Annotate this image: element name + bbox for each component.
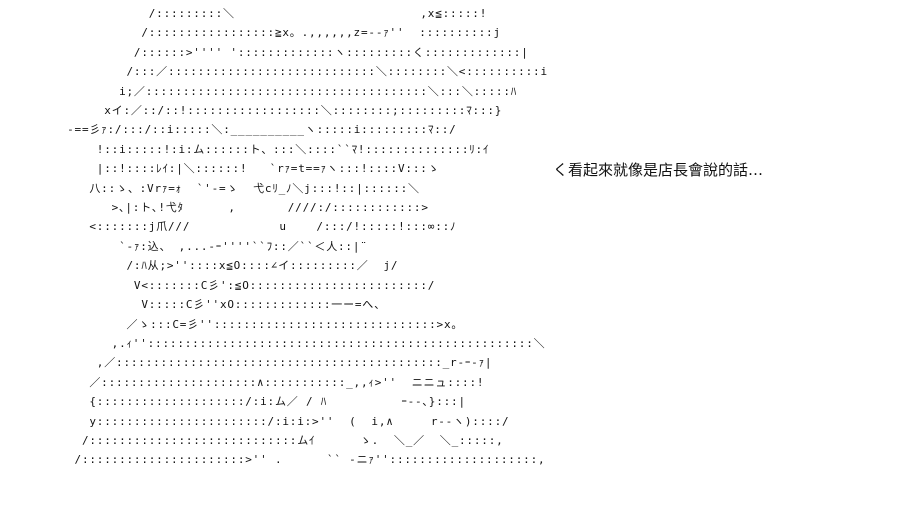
ascii-art-line: ,.ｨ'':::::::::::::::::::::::::::::::::::… xyxy=(30,336,546,350)
ascii-art-line: ／:::::::::::::::::::::∧:::::::::::_,,ｨ>'… xyxy=(30,375,485,389)
ascii-art-line: xイ:／::/::!::::::::::::::::::＼::::::::;::… xyxy=(30,104,503,118)
ascii-art-line: |::!::::ﾚｲ:|＼::::::! `rｧ=t==ｧヽ:::!::::V:… xyxy=(30,162,440,176)
ascii-art-line: <:::::::j爪/// u /:::/!:::::!:::∞::ﾉ xyxy=(30,220,457,234)
ascii-art-line: /:::::::::::::::::≧x。.,,,,,,z=--ｧ'' ::::… xyxy=(30,26,501,40)
ascii-art-line: /::::::>'''' ':::::::::::::ヽ:::::::::く::… xyxy=(30,45,529,59)
ascii-art-line: -==彡ｧ:/:::/::i:::::＼:__________ヽ:::::i::… xyxy=(30,123,457,137)
ascii-art-line: /::::::::::::::::::::::::::::ムｲ ゝ. ＼_／ ＼… xyxy=(30,433,504,447)
ascii-art-line: ／ゝ:::C=彡''::::::::::::::::::::::::::::::… xyxy=(30,317,464,331)
ascii-art-line: >､|:ト､!弋ﾀ , ////:/::::::::::::> xyxy=(30,201,429,215)
ascii-art-line: i;／:::::::::::::::::::::::::::::::::::::… xyxy=(30,84,518,98)
ascii-art-line: 八::ゝ、:Vrｧ=ｫ `'-=ゝ 弋cﾘ_ﾉ＼j:::!::|::::::＼ xyxy=(30,181,420,195)
ascii-art-line: ,／::::::::::::::::::::::::::::::::::::::… xyxy=(30,356,493,370)
ascii-art-figure: /:::::::::＼ ,x≦:::::! /:::::::::::::::::… xyxy=(30,4,548,470)
ascii-art-line: /:ﾊ从;>''::::x≦O::::∠イ:::::::::／ j/ xyxy=(30,259,399,273)
ascii-art-line: /::::::::::::::::::::::>'' . `` -ニｧ'':::… xyxy=(30,453,546,467)
ascii-art-line: /:::::::::＼ ,x≦:::::! xyxy=(30,7,488,20)
dialogue-text: く看起來就像是店長會說的話… xyxy=(553,161,764,179)
ascii-art-line: /:::／::::::::::::::::::::::::::::＼::::::… xyxy=(30,65,548,79)
ascii-art-line: !::i:::::!:i:ム::::::ト、:::＼::::``ﾏ!::::::… xyxy=(30,142,490,156)
ascii-art-line: `-ｧ:込、 ,...-ｰ''''``ﾌ::／``＜人::|¨ xyxy=(30,239,368,253)
ascii-art-line: y:::::::::::::::::::::::/:i:i:>'' ( i,∧ … xyxy=(30,414,510,428)
ascii-art-line: {::::::::::::::::::::/:i:ム／ / ﾊ ｰ--､}:::… xyxy=(30,395,466,409)
ascii-art-line: V:::::C彡''xO:::::::::::::一ー=へ、 xyxy=(30,298,386,312)
ascii-art-line: V<:::::::C彡':≦O::::::::::::::::::::::::/ xyxy=(30,278,436,292)
